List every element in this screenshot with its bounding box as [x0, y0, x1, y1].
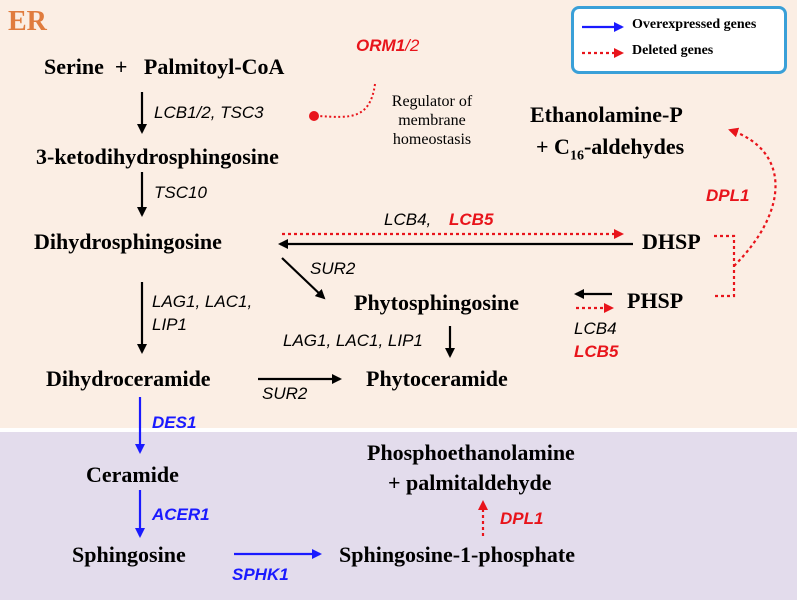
gene-lag-lac-lip-mid: LAG1, LAC1, LIP1 [283, 331, 423, 350]
compound-sphingosine: Sphingosine [72, 542, 186, 567]
gene-des1-overexpressed: DES1 [152, 413, 197, 432]
legend-swatches [582, 22, 624, 58]
c16-prefix: + C [536, 134, 570, 159]
gene-orm1-2: ORM1/2 [356, 36, 419, 56]
arrow-dhs-to-phytosphingosine [281, 257, 326, 300]
lower-region [0, 432, 797, 600]
gene-orm2-suffix: /2 [405, 36, 420, 55]
gene-dpl1-top-deleted: DPL1 [706, 186, 750, 205]
orm-regulator-line [317, 83, 376, 118]
er-region-label: ER [8, 6, 47, 37]
regulator-annotation: Regulator of membrane homeostasis [372, 92, 492, 149]
compound-c16-aldehydes: + C16-aldehydes [536, 134, 684, 164]
legend-deleted-label: Deleted genes [632, 43, 714, 58]
legend-overexpressed-label: Overexpressed genes [632, 17, 757, 32]
gene-lcb5-top-deleted: LCB5 [449, 210, 494, 229]
compound-phytoceramide: Phytoceramide [366, 366, 508, 391]
compound-phytosphingosine: Phytosphingosine [354, 290, 520, 315]
compound-serine-palmitoyl-coa: Serine + Palmitoyl-CoA [44, 54, 285, 79]
compound-dihydroceramide: Dihydroceramide [46, 366, 211, 391]
compound-phsp: PHSP [627, 288, 684, 313]
regulator-line3: homeostasis [392, 131, 472, 148]
gene-lag-lac-left-line2: LIP1 [152, 315, 187, 334]
compound-sphingosine-1-phosphate: Sphingosine-1-phosphate [339, 542, 575, 567]
gene-sur2-bottom: SUR2 [262, 384, 308, 403]
compound-ceramide: Ceramide [86, 462, 179, 487]
orm-inhibition-dot [309, 111, 319, 121]
gene-dpl1-bottom-deleted: DPL1 [500, 509, 544, 528]
gene-lcb4-mid: LCB4 [574, 319, 617, 338]
gene-lcb4-top: LCB4, [384, 210, 432, 229]
gene-sur2-diagonal: SUR2 [310, 259, 356, 278]
regulator-line2: membrane [398, 112, 466, 129]
region-divider [0, 428, 797, 434]
gene-orm1-deleted: ORM1 [356, 36, 406, 55]
compound-phosphoethanolamine: Phosphoethanolamine [367, 440, 575, 465]
gene-tsc10: TSC10 [154, 183, 207, 202]
regulator-line1: Regulator of [391, 93, 473, 110]
compound-dhsp: DHSP [642, 229, 701, 254]
compound-dihydrosphingosine: Dihydrosphingosine [34, 229, 222, 254]
compound-ethanolamine-p: Ethanolamine-P [530, 102, 683, 127]
gene-sphk1-overexpressed: SPHK1 [232, 565, 289, 584]
gene-lag-lac-left-line1: LAG1, LAC1, [152, 292, 253, 311]
gene-lcb1-2-tsc3: LCB1/2, TSC3 [154, 103, 264, 122]
c16-suffix: -aldehydes [583, 134, 685, 159]
arrow-dhsp-phsp-to-ethanolamine [714, 130, 777, 298]
c16-subscript: 16 [569, 148, 584, 164]
legend: Overexpressed genes Deleted genes [571, 6, 787, 74]
gene-lcb5-mid-deleted: LCB5 [574, 342, 619, 361]
gene-acer1-overexpressed: ACER1 [152, 505, 210, 524]
compound-3-ketodihydrosphingosine: 3-ketodihydrosphingosine [36, 144, 279, 169]
compound-palmitaldehyde: + palmitaldehyde [388, 470, 552, 495]
